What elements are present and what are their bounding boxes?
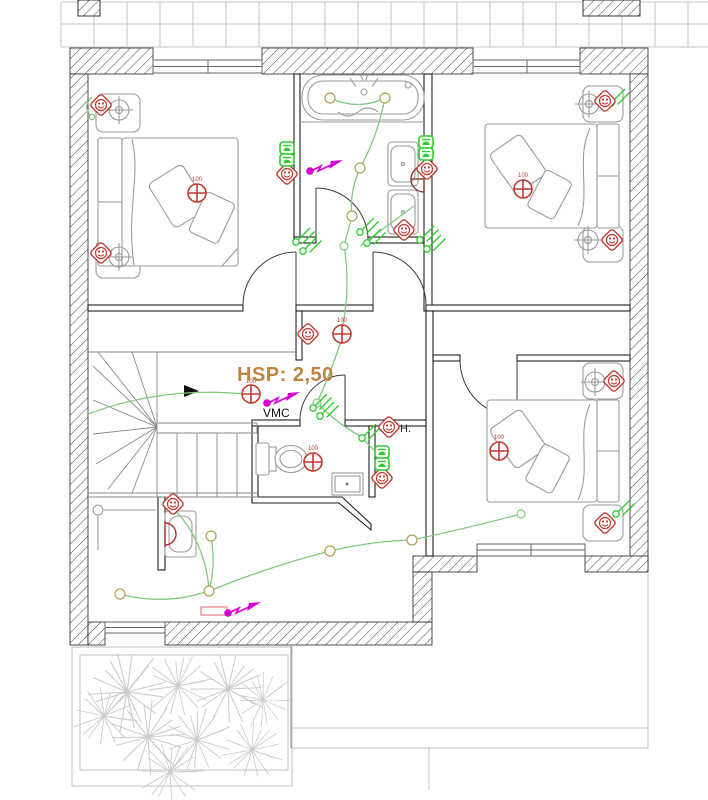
ceiling-light-icon [332, 324, 352, 344]
window-top-right [472, 59, 581, 74]
light-label: 100 [494, 435, 505, 441]
pillow [490, 134, 546, 194]
interior-walls [87, 73, 631, 571]
window-bottom-left [104, 621, 166, 634]
power-feed-arrow-icon [305, 159, 344, 176]
terrace [60, 572, 649, 800]
pillow [188, 191, 235, 244]
pillow [527, 169, 572, 220]
ceiling-lights: 100 100 100 100 100 100 [187, 173, 533, 472]
annotations: HSP: 2,50 VMC H. [237, 364, 411, 435]
wall-switch-icon [279, 141, 295, 155]
roof-grid [60, 0, 708, 48]
ceiling-light-icon [187, 183, 207, 203]
windows [104, 59, 586, 634]
furniture [92, 73, 624, 558]
power-feed-arrow-icon [262, 391, 301, 408]
plants [60, 640, 297, 800]
two-way-switch-icon [356, 217, 380, 236]
door-wc [299, 374, 346, 421]
coat-rack [92, 504, 156, 550]
exterior-walls [69, 47, 649, 646]
light-label: 100 [337, 318, 348, 324]
stair-direction-arrow [184, 385, 199, 397]
light-label: 100 [518, 173, 529, 179]
high-socket-label: H. [400, 423, 411, 435]
bathtub [300, 73, 425, 123]
staircase [88, 351, 296, 498]
bed-top-left [95, 93, 239, 279]
toilet [255, 442, 308, 476]
ceiling-light-icon [489, 441, 509, 461]
ceiling-light-icon [241, 384, 261, 404]
junction-boxes [88, 92, 526, 600]
light-label: 100 [192, 177, 203, 183]
wall-switch-icon [418, 135, 434, 149]
door-hall-right [372, 251, 427, 306]
bed-top-right [484, 85, 624, 263]
chimney-right [582, 0, 641, 17]
window-top-left [152, 59, 263, 74]
wc-basin [331, 472, 364, 496]
pillow [525, 443, 570, 494]
ceiling-light-icon [513, 179, 533, 199]
power-feed-arrows [200, 159, 344, 618]
washbasin [164, 510, 197, 558]
wall-switch-icon [374, 457, 390, 471]
chimney-left [77, 0, 101, 17]
ceiling-light-icon [303, 452, 323, 472]
light-label: 100 [246, 379, 257, 385]
door-bathroom [315, 187, 369, 241]
wiring [86, 96, 522, 600]
vmc-label: VMC [263, 406, 290, 420]
light-label: 100 [308, 446, 319, 452]
wall-switch-icon [418, 147, 434, 161]
wall-switch-icon [374, 445, 390, 459]
window-bottom-right-bedroom [476, 543, 586, 557]
feed-terminal [200, 606, 228, 616]
socket-outlet-high-icon [376, 414, 402, 440]
door-bedroom-top-left [242, 251, 297, 306]
doors [242, 187, 518, 421]
socket-outlet-icon [414, 156, 440, 182]
wall-switch-icon [279, 153, 295, 167]
power-feed-arrow-icon [223, 601, 262, 618]
ceiling-height-label: HSP: 2,50 [237, 364, 334, 386]
